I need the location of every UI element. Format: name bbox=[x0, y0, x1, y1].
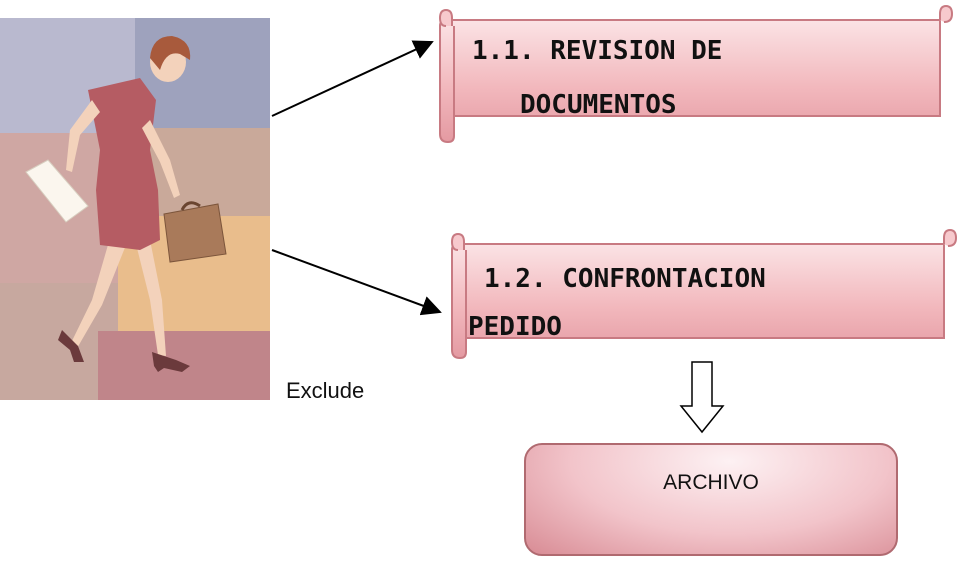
arrow-to-revision bbox=[271, 40, 434, 117]
archivo-box: ARCHIVO bbox=[524, 443, 898, 556]
confrontacion-scroll: 1.2. CONFRONTACION PEDIDO bbox=[444, 228, 957, 362]
confrontacion-title-line2: PEDIDO bbox=[468, 312, 562, 342]
down-arrow-icon bbox=[679, 361, 725, 434]
illustration-caption: Exclude bbox=[286, 378, 365, 403]
scroll-shape bbox=[450, 228, 957, 360]
arrow-to-confrontacion bbox=[271, 249, 442, 316]
archivo-label: ARCHIVO bbox=[663, 471, 759, 494]
revision-scroll: 1.1. REVISION DE DOCUMENTOS bbox=[432, 4, 954, 146]
revision-title-line2: DOCUMENTOS bbox=[520, 90, 677, 120]
revision-title-line1: 1.1. REVISION DE bbox=[472, 36, 723, 66]
scroll-shape bbox=[438, 4, 954, 144]
confrontacion-title-line1: 1.2. CONFRONTACION bbox=[484, 264, 766, 294]
woman-with-briefcase-illustration bbox=[0, 0, 275, 400]
